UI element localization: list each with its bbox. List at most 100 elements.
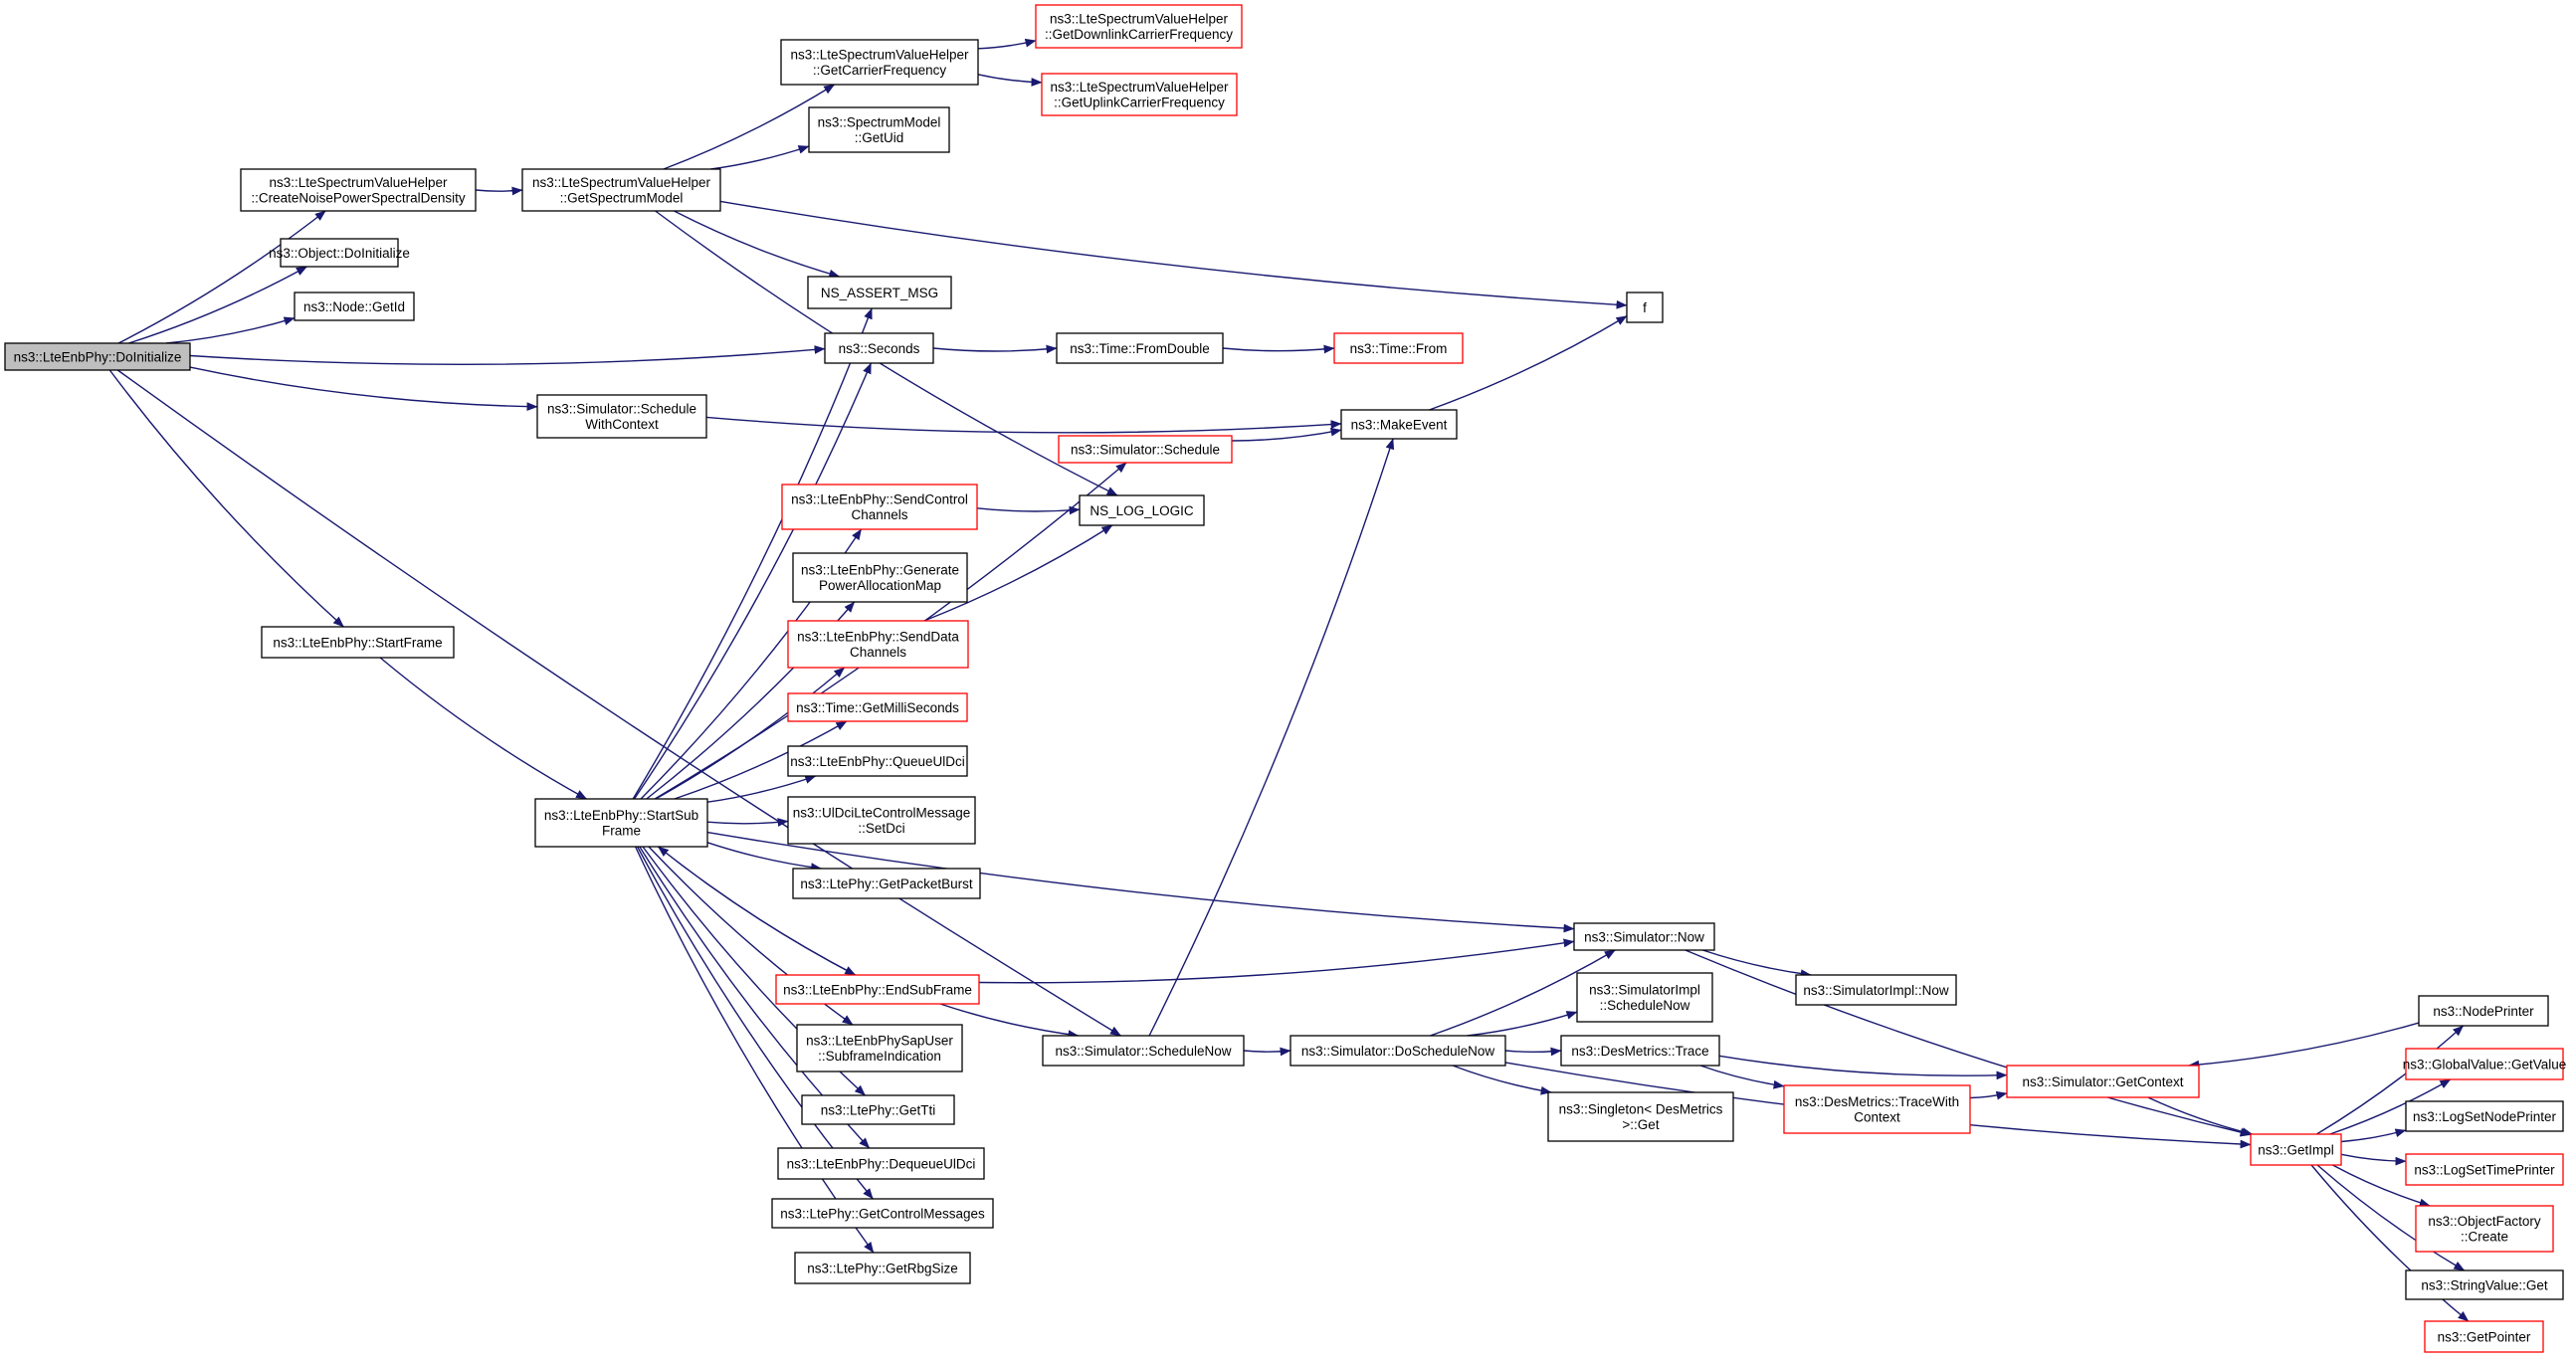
function-node-getTti[interactable]: ns3::LtePhy::GetTti xyxy=(801,1094,955,1125)
node-box xyxy=(771,1198,994,1229)
function-node-fromDouble[interactable]: ns3::Time::FromDouble xyxy=(1056,332,1224,364)
function-node-seconds[interactable]: ns3::Seconds xyxy=(824,332,934,364)
function-node-nsAssertMsg[interactable]: NS_ASSERT_MSG xyxy=(807,276,952,309)
node-label: ns3::LteEnbPhy::Generate xyxy=(801,563,959,578)
node-label: Context xyxy=(1854,1110,1900,1125)
edge-getImpl-to-nodePrinter xyxy=(2316,1025,2465,1135)
node-box xyxy=(1333,332,1464,364)
function-node-getCtrlMsgs[interactable]: ns3::LtePhy::GetControlMessages xyxy=(771,1198,994,1229)
function-node-getPacketBurst[interactable]: ns3::LtePhy::GetPacketBurst xyxy=(792,868,981,899)
node-box xyxy=(294,292,415,321)
function-node-createNoise[interactable]: ns3::LteSpectrumValueHelper::CreateNoise… xyxy=(240,168,477,212)
function-node-logSetNodePrinter[interactable]: ns3::LogSetNodePrinter xyxy=(2405,1100,2564,1132)
node-label: ns3::LteSpectrumValueHelper xyxy=(1050,80,1229,95)
function-node-nsLogLogic[interactable]: NS_LOG_LOGIC xyxy=(1079,494,1205,526)
edge-getCarrierFreq-to-getDownlinkFreq xyxy=(977,38,1037,50)
node-label: ns3::NodePrinter xyxy=(2433,1004,2534,1019)
node-label: ns3::LtePhy::GetRbgSize xyxy=(807,1261,958,1275)
function-node-queueUl[interactable]: ns3::LteEnbPhy::QueueUlDci xyxy=(787,745,968,777)
node-box xyxy=(1340,409,1458,440)
edge-getImpl-to-getPointer xyxy=(2310,1164,2470,1322)
node-label: ::GetSpectrumModel xyxy=(560,191,684,206)
node-box xyxy=(824,332,934,364)
function-node-getImpl[interactable]: ns3::GetImpl xyxy=(2250,1133,2342,1166)
function-node-nodePrinter[interactable]: ns3::NodePrinter xyxy=(2418,995,2549,1027)
node-box xyxy=(775,974,980,1005)
function-node-dequeueUl[interactable]: ns3::LteEnbPhy::DequeueUlDci xyxy=(777,1147,985,1180)
node-box xyxy=(787,796,976,845)
edge-fromDouble-to-timeFrom xyxy=(1222,344,1335,354)
function-node-getUplinkFreq[interactable]: ns3::LteSpectrumValueHelper::GetUplinkCa… xyxy=(1041,73,1238,116)
edge-simScheduleNow-to-simDoScheduleNow xyxy=(1243,1047,1291,1057)
function-node-simImplSchedNow[interactable]: ns3::SimulatorImpl::ScheduleNow xyxy=(1576,972,1713,1023)
function-node-spectrumGetUid[interactable]: ns3::SpectrumModel::GetUid xyxy=(808,106,950,153)
function-node-simScheduleNow[interactable]: ns3::Simulator::ScheduleNow xyxy=(1042,1035,1245,1067)
function-node-nodeGetId[interactable]: ns3::Node::GetId xyxy=(294,292,415,321)
function-node-stringValueGet[interactable]: ns3::StringValue::Get xyxy=(2405,1269,2564,1300)
node-box xyxy=(1035,4,1243,49)
function-node-fFunc[interactable]: f xyxy=(1626,292,1664,323)
function-node-subframeInd[interactable]: ns3::LteEnbPhySapUser::SubframeIndicatio… xyxy=(796,1024,963,1072)
node-box xyxy=(1079,494,1205,526)
node-label: ::SubframeIndication xyxy=(818,1049,941,1064)
node-box xyxy=(2405,1048,2564,1080)
node-label: f xyxy=(1643,300,1647,315)
node-box xyxy=(777,1147,985,1180)
function-node-startFrame[interactable]: ns3::LteEnbPhy::StartFrame xyxy=(261,626,455,659)
function-node-root[interactable]: ns3::LteEnbPhy::DoInitialize xyxy=(4,342,191,371)
node-box xyxy=(801,1094,955,1125)
function-node-timeFrom[interactable]: ns3::Time::From xyxy=(1333,332,1464,364)
node-label: ns3::LteSpectrumValueHelper xyxy=(790,48,969,63)
function-node-getRbgSize[interactable]: ns3::LtePhy::GetRbgSize xyxy=(794,1252,971,1284)
edge-simScheduleNow-to-makeEvent xyxy=(1148,438,1395,1037)
function-node-getSpectrumModel[interactable]: ns3::LteSpectrumValueHelper::GetSpectrum… xyxy=(521,168,721,212)
node-label: ::Create xyxy=(2461,1230,2508,1245)
node-box xyxy=(1626,292,1664,323)
function-node-simSchedule[interactable]: ns3::Simulator::Schedule xyxy=(1058,435,1233,464)
node-label: ::GetCarrierFrequency xyxy=(813,63,947,78)
node-box xyxy=(1576,972,1713,1023)
function-node-simNow[interactable]: ns3::Simulator::Now xyxy=(1573,922,1715,951)
function-node-globalGetValue[interactable]: ns3::GlobalValue::GetValue xyxy=(2403,1048,2567,1080)
node-box xyxy=(1058,435,1233,464)
node-label: ns3::DesMetrics::TraceWith xyxy=(1795,1094,1959,1109)
function-node-getCarrierFreq[interactable]: ns3::LteSpectrumValueHelper::GetCarrierF… xyxy=(780,39,979,86)
function-node-simImplNow[interactable]: ns3::SimulatorImpl::Now xyxy=(1795,974,1957,1006)
node-label: ns3::UlDciLteControlMessage xyxy=(793,806,971,821)
edge-getImpl-to-logSetNodePrinter xyxy=(2340,1128,2407,1143)
function-node-desTrace[interactable]: ns3::DesMetrics::Trace xyxy=(1560,1035,1720,1067)
node-label: ns3::LteEnbPhy::DoInitialize xyxy=(14,349,182,364)
function-node-singletonGet[interactable]: ns3::Singleton< DesMetrics>::Get xyxy=(1547,1091,1734,1142)
node-label: ns3::LteEnbPhy::SendData xyxy=(797,630,959,645)
function-node-getMilli[interactable]: ns3::Time::GetMilliSeconds xyxy=(787,692,968,722)
node-box xyxy=(2250,1133,2342,1166)
function-node-ulDciSetDci[interactable]: ns3::UlDciLteControlMessage::SetDci xyxy=(787,796,976,845)
node-label: ns3::SpectrumModel xyxy=(818,115,941,130)
edge-getImpl-to-objFactoryCreate xyxy=(2332,1164,2431,1208)
function-node-getPointer[interactable]: ns3::GetPointer xyxy=(2424,1320,2544,1353)
node-label: ns3::StringValue::Get xyxy=(2421,1277,2548,1292)
edge-simDoScheduleNow-to-singletonGet xyxy=(1452,1065,1552,1095)
function-node-genPowerAlloc[interactable]: ns3::LteEnbPhy::GeneratePowerAllocationM… xyxy=(792,552,968,603)
function-node-getDownlinkFreq[interactable]: ns3::LteSpectrumValueHelper::GetDownlink… xyxy=(1035,4,1243,49)
edge-makeEvent-to-fFunc xyxy=(1429,314,1628,411)
function-node-objFactoryCreate[interactable]: ns3::ObjectFactory::Create xyxy=(2415,1205,2554,1253)
function-node-logSetTimePrinter[interactable]: ns3::LogSetTimePrinter xyxy=(2405,1153,2564,1186)
function-node-simGetContext[interactable]: ns3::Simulator::GetContext xyxy=(2006,1065,2200,1098)
edge-desTraceWithCtx-to-simGetContext xyxy=(1969,1090,2008,1100)
node-box xyxy=(807,276,952,309)
node-box xyxy=(1573,922,1715,951)
node-box xyxy=(2405,1100,2564,1132)
function-node-objDoInit[interactable]: ns3::Object::DoInitialize xyxy=(269,238,410,268)
node-label: ns3::Simulator::GetContext xyxy=(2022,1074,2183,1089)
function-node-simDoScheduleNow[interactable]: ns3::Simulator::DoScheduleNow xyxy=(1289,1035,1506,1067)
node-label: ns3::LteSpectrumValueHelper xyxy=(1050,12,1229,27)
function-node-makeEvent[interactable]: ns3::MakeEvent xyxy=(1340,409,1458,440)
function-node-endSubFrame[interactable]: ns3::LteEnbPhy::EndSubFrame xyxy=(775,974,980,1005)
